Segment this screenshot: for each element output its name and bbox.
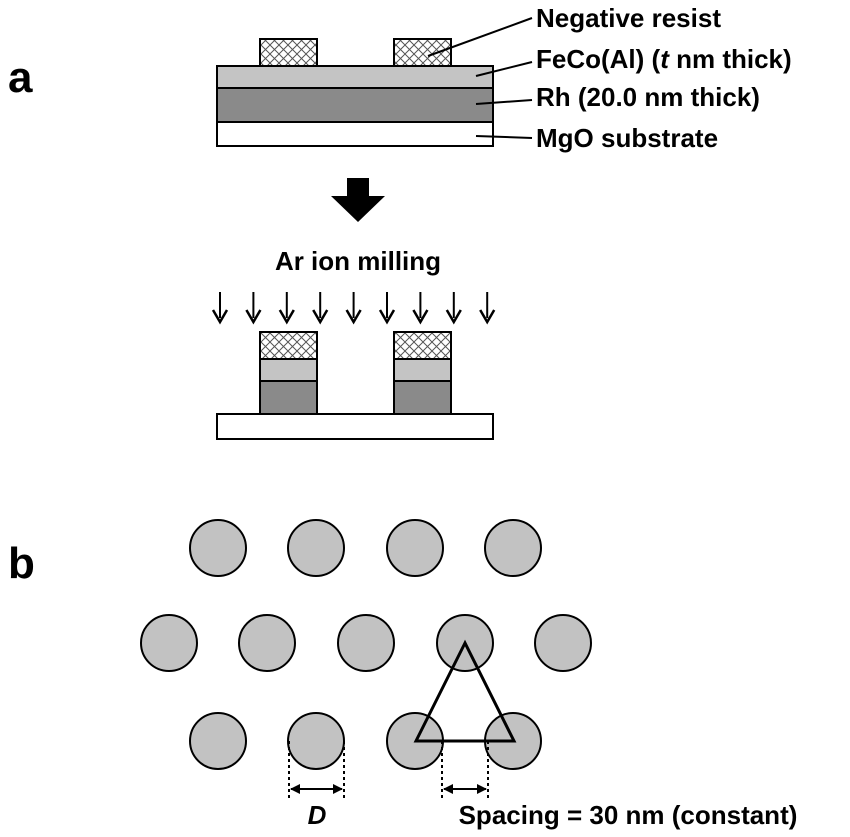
leader-lines [427,17,533,139]
process-arrow-icon [331,178,385,222]
fecoal-layer [216,65,494,89]
diameter-dimension [288,741,345,800]
spacing-dimension [441,741,489,800]
label-rh: Rh (20.0 nm thick) [536,82,760,112]
panel-label-b: b [8,539,35,588]
milled-resist-right [393,331,452,360]
nano-dot [189,712,247,770]
nano-dot [337,614,395,672]
label-mgo-substrate: MgO substrate [536,123,718,153]
leader-resist [427,17,533,57]
milled-substrate [216,413,494,440]
leader-mgo [475,135,533,139]
ion-arrow-icon [211,292,229,325]
ion-arrow-icon [479,292,496,325]
initial-stack [216,38,494,147]
nano-dot [484,519,542,577]
resist-block-left [259,38,318,67]
nano-dot [189,519,247,577]
milled-fecoal-left [259,358,318,382]
label-fecoal: FeCo(Al) (t nm thick) [536,44,792,74]
label-diameter: D [308,800,327,830]
rh-layer [216,87,494,123]
leader-fecoal [475,61,533,77]
dot-array [140,519,592,770]
ion-arrow-icon [312,292,329,325]
label-negative-resist: Negative resist [536,3,721,33]
label-spacing: Spacing = 30 nm (constant) [459,800,798,830]
leader-rh [475,99,533,105]
ion-arrow-icon [278,292,295,325]
ion-arrow-icon [445,292,462,325]
nano-dot [287,712,345,770]
nano-dot [238,614,296,672]
ion-arrow-icon [378,292,396,325]
nano-dot [534,614,592,672]
ion-arrow-icon [412,292,429,325]
mgo-substrate-layer [216,121,494,147]
milled-stack [216,331,494,440]
milled-resist-left [259,331,318,360]
panel-label-a: a [8,53,33,102]
milled-fecoal-right [393,358,452,382]
milled-rh-right [393,380,452,415]
ion-beam-arrows [211,292,496,325]
nano-dot [287,519,345,577]
label-ar-ion-milling: Ar ion milling [275,246,441,276]
nano-dot [140,614,198,672]
lattice-triangle [413,639,517,743]
milled-rh-left [259,380,318,415]
ion-arrow-icon [245,292,262,325]
nano-dot [386,519,444,577]
resist-block-right [393,38,452,67]
ion-arrow-icon [345,292,362,325]
